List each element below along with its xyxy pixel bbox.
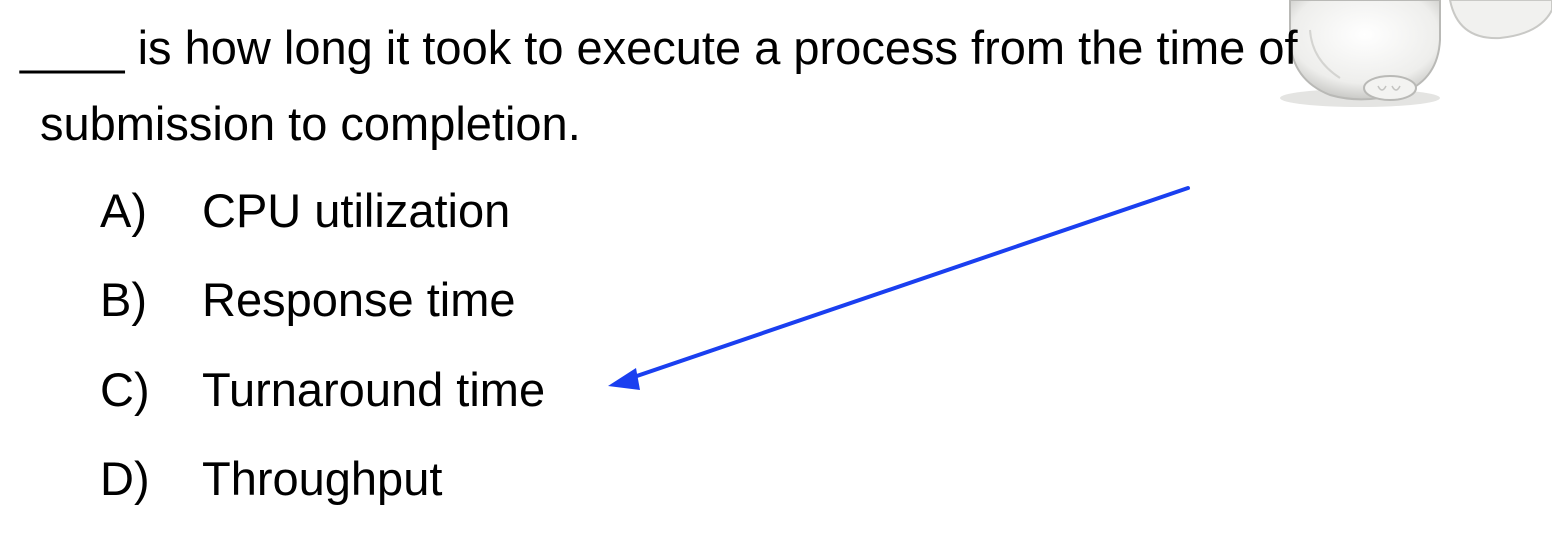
option-b[interactable]: B) Response time <box>100 272 516 328</box>
question-text-line-1: ____ is how long it took to execute a pr… <box>20 21 1298 74</box>
option-letter: C) <box>100 363 150 416</box>
option-text: CPU utilization <box>202 184 511 237</box>
dog-mascot-icon <box>1280 0 1552 107</box>
option-a[interactable]: A) CPU utilization <box>100 183 510 239</box>
option-d[interactable]: D) Throughput <box>100 451 442 507</box>
option-letter: B) <box>100 273 147 326</box>
option-text: Turnaround time <box>202 363 546 416</box>
option-text: Response time <box>202 273 516 326</box>
option-c[interactable]: C) Turnaround time <box>100 362 545 418</box>
option-letter: D) <box>100 452 150 505</box>
question-text-line-2: submission to completion. <box>40 97 581 150</box>
option-letter: A) <box>100 184 147 237</box>
option-text: Throughput <box>202 452 443 505</box>
